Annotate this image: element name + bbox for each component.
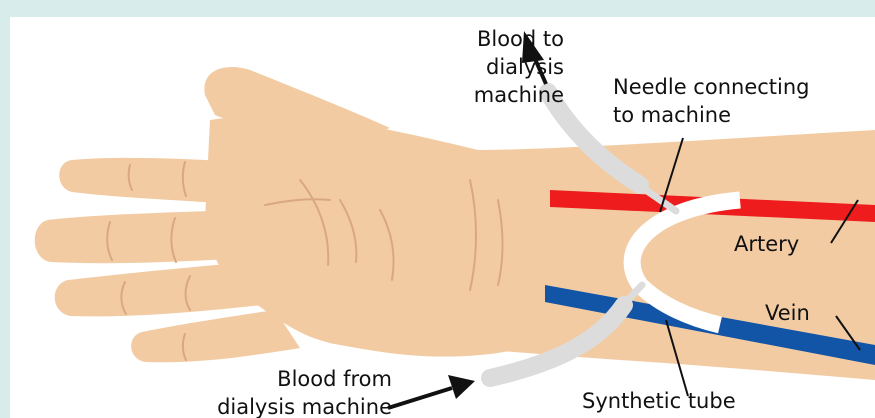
label-artery: Artery <box>734 230 799 258</box>
label-synthetic-tube: Synthetic tube <box>582 387 736 415</box>
ring-finger <box>55 262 262 316</box>
label-blood-to-machine: Blood to dialysis machine <box>404 25 564 109</box>
little-finger <box>131 310 300 362</box>
index-finger <box>59 158 245 205</box>
label-needle: Needle connecting to machine <box>613 73 810 129</box>
middle-finger <box>35 210 245 263</box>
arrow-in <box>388 375 475 408</box>
label-vein: Vein <box>765 299 810 327</box>
label-blood-from-machine: Blood from dialysis machine <box>174 365 392 418</box>
diagram-panel: Blood to dialysis machine Needle connect… <box>10 17 875 418</box>
